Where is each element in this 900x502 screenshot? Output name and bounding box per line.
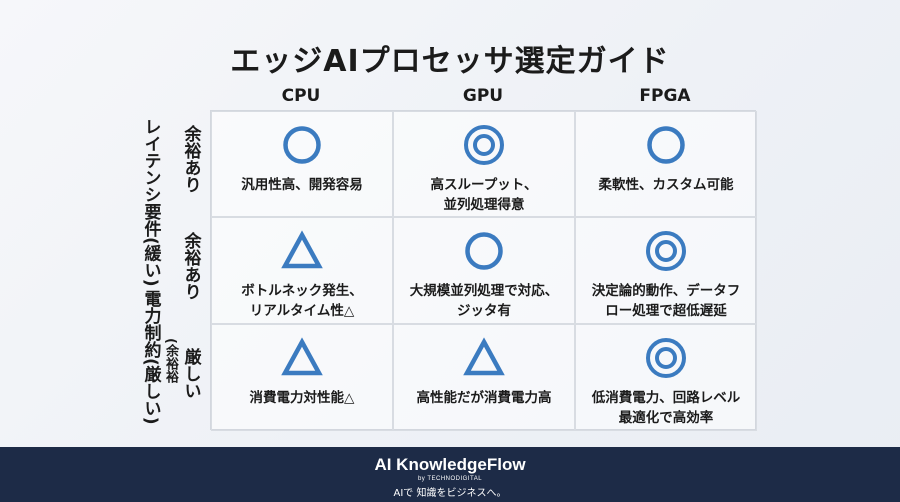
page-title: エッジAIプロセッサ選定ガイド xyxy=(230,44,670,79)
matrix-cell: 大規模並列処理で対応、 ジッタ有 xyxy=(393,217,575,324)
cell-text: 汎用性高、開発容易 xyxy=(241,177,363,193)
cell-text: 柔軟性、カスタム可能 xyxy=(598,177,734,193)
column-header-cpu: CPU xyxy=(281,86,321,106)
circle-rating-icon xyxy=(465,232,503,270)
cell-text: 決定論的動作、データフ ロー処理で超低遅延 xyxy=(591,283,741,319)
cell-text: 高性能だが消費電力高 xyxy=(416,390,552,406)
footer-tagline: AIで 知識をビジネスへ。 xyxy=(393,488,507,499)
cell-text: ボトルネック発生、 リアルタイム性△ xyxy=(241,283,363,319)
row-axis-latency-label: レイテンシ要件(緩い) xyxy=(140,118,161,287)
matrix-cell: ボトルネック発生、 リアルタイム性△ xyxy=(211,217,393,324)
double-circle-rating-icon xyxy=(646,231,686,271)
triangle-rating-icon xyxy=(463,337,505,376)
matrix-cell: 高スループット、 並列処理得意 xyxy=(393,111,575,217)
matrix-cell: 柔軟性、カスタム可能 xyxy=(575,111,757,217)
cell-text: 低消費電力、回路レベル 最適化で高効率 xyxy=(591,390,741,426)
matrix-cell: 高性能だが消費電力高 xyxy=(393,324,575,431)
comparison-matrix: 汎用性高、開発容易 高スループット、 並列処理得意 柔軟性、カスタム可能 ボトル… xyxy=(210,110,757,431)
row-axis-power-sub-label-2: 裕 xyxy=(162,370,178,383)
row-axis-power-sub-label: (余裕 xyxy=(162,338,178,370)
circle-rating-icon xyxy=(647,126,685,164)
row-label-3: 厳しい xyxy=(180,348,201,399)
cell-text: 高スループット、 並列処理得意 xyxy=(430,177,538,213)
matrix-cell: 消費電力対性能△ xyxy=(211,324,393,431)
circle-rating-icon xyxy=(283,126,321,164)
column-header-fpga: FPGA xyxy=(639,86,691,106)
matrix-cell: 決定論的動作、データフ ロー処理で超低遅延 xyxy=(575,217,757,324)
matrix-cell: 汎用性高、開発容易 xyxy=(211,111,393,217)
row-label-2: 余裕あり xyxy=(180,232,201,300)
cell-text: 大規模並列処理で対応、 ジッタ有 xyxy=(409,283,559,319)
double-circle-rating-icon xyxy=(464,125,504,165)
brand-sub-text: by TECHNODIGITAL xyxy=(417,476,483,482)
triangle-rating-icon xyxy=(281,230,323,269)
matrix-cell: 低消費電力、回路レベル 最適化で高効率 xyxy=(575,324,757,431)
cell-text: 消費電力対性能△ xyxy=(249,390,355,406)
footer-bar: AI KnowledgeFlow by TECHNODIGITAL AIで 知識… xyxy=(0,447,900,502)
brand-logo-text: AI KnowledgeFlow xyxy=(374,455,526,474)
column-header-gpu: GPU xyxy=(462,86,504,106)
row-label-1: 余裕あり xyxy=(180,125,201,193)
double-circle-rating-icon xyxy=(646,338,686,378)
triangle-rating-icon xyxy=(281,337,323,376)
row-axis-power-label: 電力制約(厳しい) xyxy=(140,290,161,425)
